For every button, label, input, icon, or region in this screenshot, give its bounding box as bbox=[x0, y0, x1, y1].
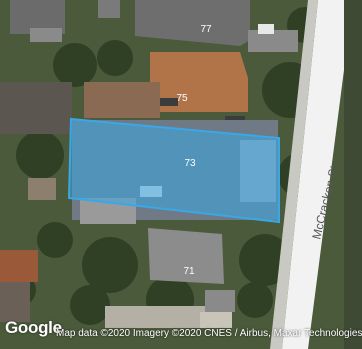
annex-75 bbox=[84, 82, 160, 118]
car-75b bbox=[160, 98, 178, 106]
driveway-77 bbox=[248, 30, 298, 52]
driveway-71 bbox=[205, 290, 235, 312]
roof-77 bbox=[135, 0, 250, 46]
map-attribution: Map data ©2020 Imagery ©2020 CNES / Airb… bbox=[56, 328, 362, 339]
car-77 bbox=[258, 24, 274, 34]
roof-75 bbox=[150, 52, 248, 112]
house-number-73: 73 bbox=[184, 158, 196, 169]
neighbour-houses bbox=[0, 0, 232, 328]
selected-parcel-73[interactable] bbox=[67, 117, 280, 224]
house-number-77: 77 bbox=[200, 24, 212, 35]
house-number-75: 75 bbox=[176, 93, 188, 104]
house-number-71: 71 bbox=[183, 266, 195, 277]
mccracken-street-road[interactable] bbox=[282, 0, 344, 349]
google-logo[interactable]: Google bbox=[5, 318, 62, 337]
roof-71 bbox=[148, 228, 224, 284]
road-verge bbox=[270, 0, 318, 349]
